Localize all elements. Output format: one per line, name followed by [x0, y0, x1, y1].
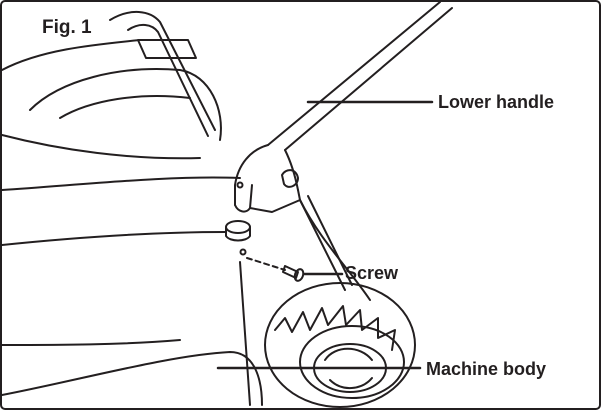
hub-lower-arc	[329, 377, 373, 389]
wheel-rim	[299, 325, 405, 399]
handle-bracket	[249, 189, 301, 213]
machine-body-label: Machine body	[426, 359, 547, 379]
screw-hole	[239, 248, 247, 256]
screw-head	[293, 268, 305, 282]
wheel-outer	[264, 282, 416, 408]
machine-body-front	[1, 351, 263, 406]
body-inner-curve	[1, 134, 201, 160]
body-lower-curve	[1, 176, 241, 191]
handle-cross-bar	[137, 39, 197, 59]
mounting-boss	[225, 220, 251, 234]
support-rod-b	[307, 195, 353, 286]
lower-handle-bend-right	[284, 149, 299, 191]
hub-arc	[324, 347, 373, 361]
body-side-line	[1, 231, 227, 246]
catcher-inner-rim	[59, 95, 191, 119]
screw-shank	[282, 265, 299, 279]
lower-handle-label: Lower handle	[438, 92, 555, 112]
lower-handle-top-edge	[267, 1, 441, 146]
body-top-edge	[1, 39, 141, 71]
body-front-edge	[239, 261, 251, 406]
body-outer-curve	[299, 199, 371, 301]
handle-hole	[236, 181, 244, 189]
mounting-boss-base	[225, 226, 251, 242]
body-deck-line	[1, 339, 181, 346]
screw-label: Screw	[345, 263, 399, 283]
catcher-opening	[29, 68, 222, 141]
upper-handle-arch	[109, 11, 216, 131]
upper-handle-inner	[127, 24, 209, 137]
lower-handle-bend-left	[234, 144, 269, 206]
handle-knob	[281, 169, 299, 188]
figure-title: Fig. 1	[42, 17, 92, 38]
lower-handle-bottom-edge	[284, 7, 453, 151]
screw-path-dashed	[246, 257, 286, 271]
